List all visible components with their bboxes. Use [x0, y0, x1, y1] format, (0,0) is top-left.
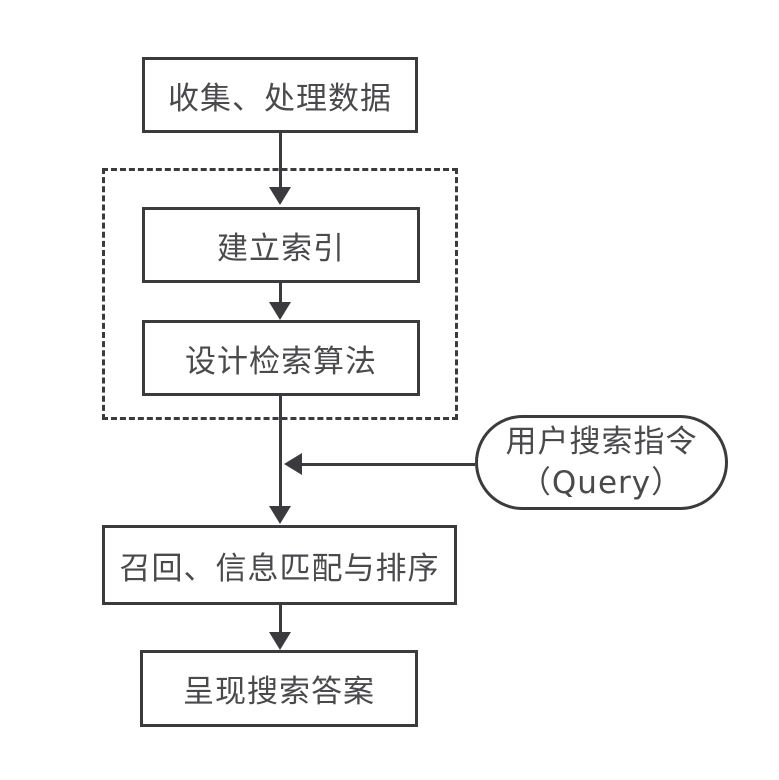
arrow-recall-to-result-head	[269, 632, 291, 650]
node-user-search-query-label-line2: （Query）	[519, 464, 684, 501]
arrow-query-to-pipeline-line	[302, 463, 475, 466]
arrow-query-to-pipeline-head	[284, 453, 302, 475]
node-collect-process-data: 收集、处理数据	[142, 57, 418, 133]
node-design-retrieval-algorithm: 设计检索算法	[142, 320, 420, 396]
node-build-index-label: 建立索引	[217, 230, 345, 267]
arrow-algorithm-to-recall-head	[269, 506, 291, 524]
node-present-search-answer-label: 呈现搜索答案	[183, 674, 375, 710]
node-design-retrieval-algorithm-label: 设计检索算法	[185, 343, 377, 380]
node-recall-match-rank: 召回、信息匹配与排序	[102, 525, 457, 605]
arrow-collect-to-index-head	[269, 187, 291, 205]
node-user-search-query-label-line1: 用户搜索指令	[505, 424, 698, 461]
arrow-recall-to-result-line	[279, 605, 282, 634]
node-recall-match-rank-label: 召回、信息匹配与排序	[119, 550, 440, 587]
arrow-index-to-algorithm-head	[269, 302, 291, 320]
arrow-index-to-algorithm-line	[279, 283, 282, 304]
arrow-collect-to-index-line	[279, 133, 282, 189]
arrow-algorithm-to-recall-line	[279, 396, 282, 507]
node-present-search-answer: 呈现搜索答案	[140, 650, 418, 727]
node-build-index: 建立索引	[142, 207, 420, 283]
node-user-search-query: 用户搜索指令 （Query）	[475, 415, 728, 510]
node-collect-process-data-label: 收集、处理数据	[168, 80, 392, 117]
